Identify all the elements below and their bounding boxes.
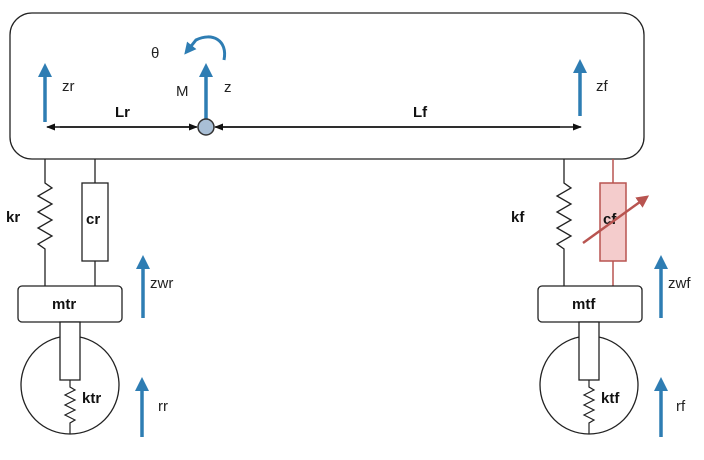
zr-label: zr bbox=[62, 78, 75, 95]
kr-label: kr bbox=[6, 209, 20, 226]
rear-damper bbox=[81, 182, 109, 262]
front-spring bbox=[555, 159, 573, 286]
rf-label: rf bbox=[676, 398, 686, 415]
theta-label: θ bbox=[151, 45, 159, 62]
zwf-label: zwf bbox=[668, 275, 691, 292]
cr-label: cr bbox=[86, 211, 100, 228]
variable-damping-arrow bbox=[582, 195, 650, 245]
theta-arrow bbox=[184, 35, 227, 61]
ktr-label: ktr bbox=[82, 390, 101, 407]
mtf-label: mtf bbox=[572, 296, 596, 313]
front-tire-spring bbox=[582, 380, 596, 434]
moment-label: M bbox=[176, 83, 189, 100]
cf-label: cf bbox=[603, 211, 617, 228]
vehicle-body bbox=[9, 12, 645, 160]
zf-label: zf bbox=[596, 78, 609, 95]
front-wheel-hub bbox=[578, 321, 600, 381]
z-label: z bbox=[224, 79, 232, 96]
lr-label: Lr bbox=[115, 104, 130, 121]
rear-wheel-hub bbox=[59, 321, 81, 381]
ktf-label: ktf bbox=[601, 390, 620, 407]
zwr-label: zwr bbox=[150, 275, 173, 292]
rear-spring bbox=[36, 159, 54, 286]
lf-label: Lf bbox=[413, 104, 428, 121]
mtr-label: mtr bbox=[52, 296, 76, 313]
rr-label: rr bbox=[158, 398, 168, 415]
center-of-gravity bbox=[197, 118, 215, 136]
kf-label: kf bbox=[511, 209, 525, 226]
rear-tire-spring bbox=[63, 380, 77, 434]
